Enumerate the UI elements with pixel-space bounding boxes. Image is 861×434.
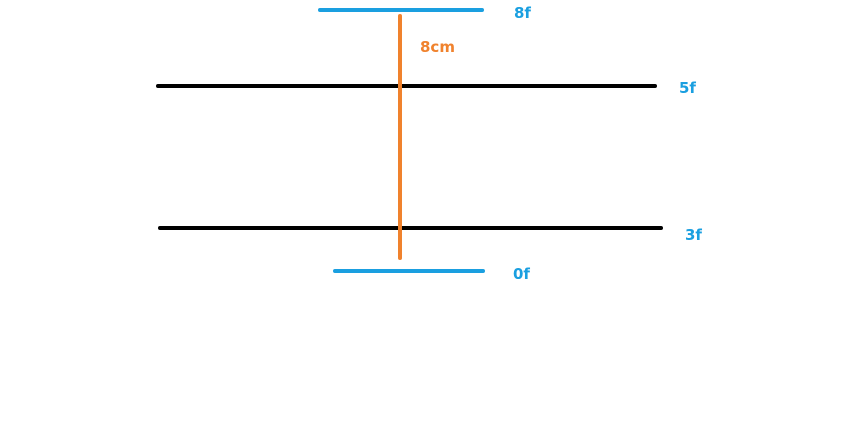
label-top-blue: 8f (514, 4, 531, 22)
label-lower-black: 3f (685, 226, 702, 244)
label-bottom-blue: 0f (513, 265, 530, 283)
label-vertical: 8cm (420, 38, 455, 56)
label-upper-black: 5f (679, 79, 696, 97)
